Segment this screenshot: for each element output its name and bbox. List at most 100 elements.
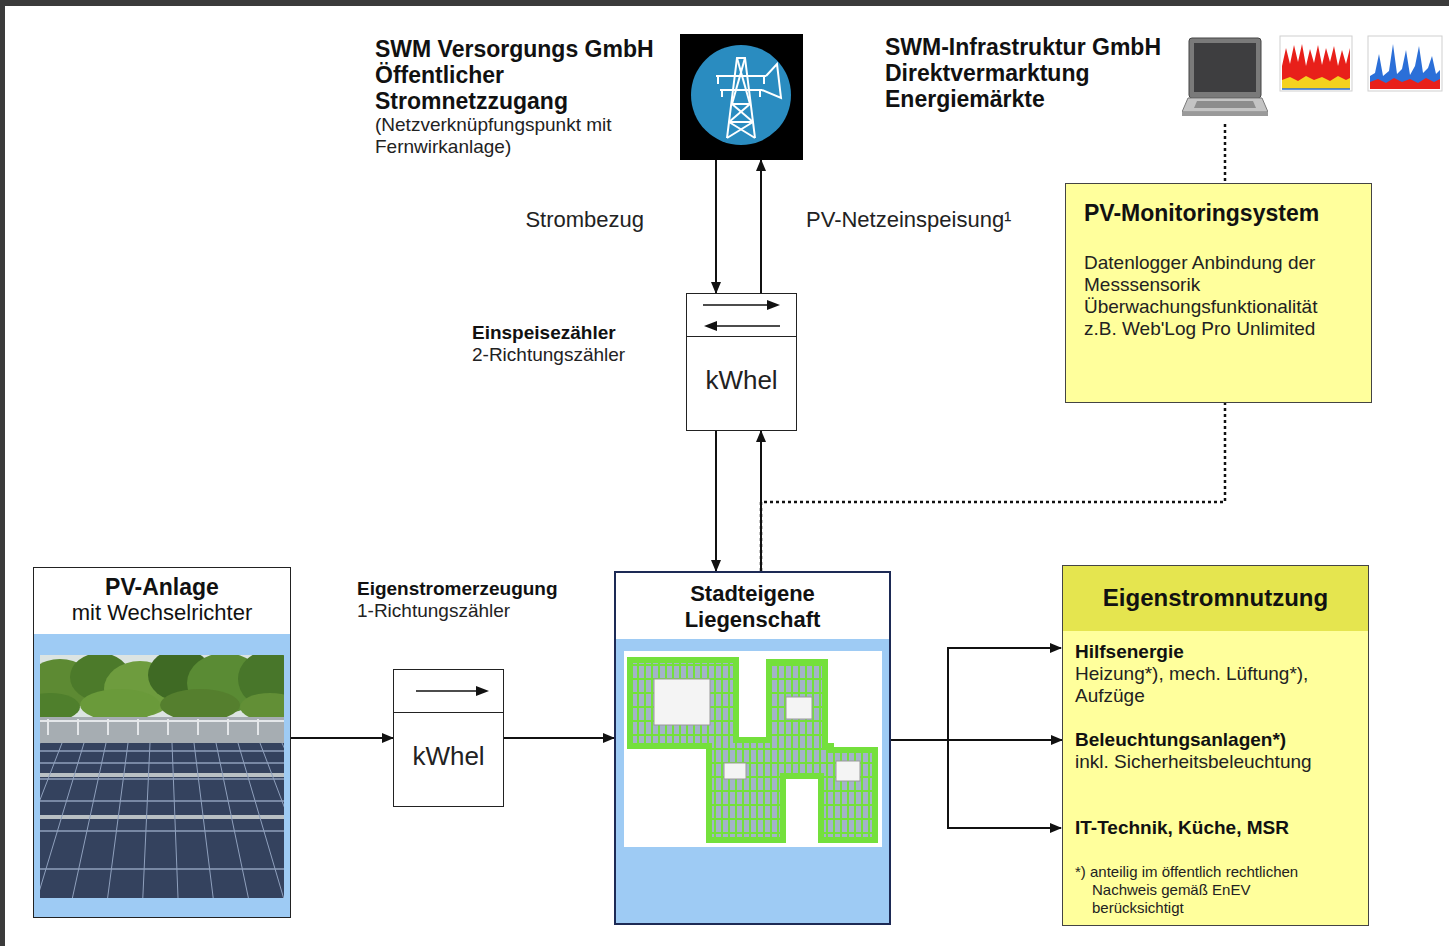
box-header: PV-Anlagemit Wechselrichter [34, 568, 290, 634]
company-heading: SWM Versorgungs GmbH Öffentlicher Stromn… [375, 36, 673, 114]
solar-photo-part [40, 778, 284, 780]
laptop-screen [1194, 43, 1256, 92]
pylon-symbol-part [732, 104, 753, 122]
outside-label: Einspeisezähler2-Richtungszähler [472, 322, 677, 366]
branch-line [947, 647, 949, 829]
outside-label: SWM Versorgungs GmbH Öffentlicher Stromn… [375, 36, 673, 158]
icon-disc [691, 45, 791, 145]
solar-photo-part [227, 719, 229, 735]
pylon-symbol-part [720, 89, 762, 91]
solar-photo-part [40, 693, 80, 721]
generation-meter: kWhelEigenstromerzeugung1-Richtungszähle… [393, 669, 504, 807]
solar-photo-part [40, 830, 284, 832]
floor-plan-part [624, 651, 882, 847]
meter-arrows [703, 300, 780, 331]
box-heading: Stadteigene Liegenschaft [653, 581, 853, 633]
meter-direction-arrows [687, 294, 796, 336]
frame-bar [0, 0, 1449, 6]
pylon-symbol-part [762, 64, 781, 98]
frame-bar [0, 0, 5, 946]
chart-axis [1282, 88, 1350, 90]
box-heading: PV-Monitoringsystem [1084, 200, 1353, 226]
monitoring-link [1224, 124, 1227, 183]
pylon-symbol-part [729, 122, 755, 138]
edge-label: PV-Netzeinspeisung¹ [803, 207, 1014, 233]
pylon-symbol [716, 58, 781, 138]
solar-photo-part [40, 750, 284, 752]
solar-photo-part [108, 743, 128, 898]
solar-photo-part [197, 719, 199, 735]
pylon-symbol-part [727, 58, 755, 138]
meter-arrows-part [703, 304, 767, 306]
meter-direction-panel [394, 670, 503, 713]
meter-display: kWhel [687, 337, 796, 395]
meter-arrows [416, 686, 489, 696]
solar-photo-part [137, 719, 139, 735]
power-arrow [891, 739, 1062, 741]
meter-type: 2-Richtungszähler [472, 344, 677, 366]
item-heading: Beleuchtungsanlagen*) [1075, 729, 1356, 751]
branch-line [948, 827, 1061, 829]
pylon-symbol-part [732, 103, 750, 105]
box-heading: Eigenstromnutzung [1063, 584, 1368, 612]
solar-photo-part [260, 743, 284, 898]
pylon-symbol-part [763, 76, 765, 84]
floor-plan-part [724, 763, 746, 779]
note-text: (Netzverknüpfungspunkt mit Fernwirkanlag… [375, 114, 673, 158]
floor-plan-part [633, 663, 733, 743]
branch-line [948, 647, 1061, 649]
edge-label: Strombezug [522, 207, 647, 233]
building-box: Stadteigene Liegenschaft [614, 571, 891, 925]
solar-photo-part [257, 719, 259, 735]
item-text: Heizung*), mech. Lüftung*), Aufzüge [1075, 663, 1356, 707]
laptop-icon [1182, 32, 1268, 124]
meter-arrows-part [717, 325, 780, 327]
monitoring-link [761, 403, 1225, 571]
chart-frame [1280, 36, 1352, 91]
pylon-icon [680, 34, 803, 156]
meter-display: kWhel [394, 713, 503, 771]
price-chart [1280, 36, 1352, 91]
solar-photo-part [77, 719, 79, 735]
box-heading: PV-Anlage [34, 574, 290, 600]
laptop-keys [1194, 101, 1256, 108]
floor-plan-part [627, 657, 739, 749]
solar-photo-part [72, 743, 106, 898]
solar-photo-part [167, 719, 169, 735]
chart-area [1282, 44, 1350, 89]
meter-unit: kWhel [394, 741, 503, 771]
power-arrow [760, 431, 762, 571]
meter-name: Eigenstromerzeugung [357, 578, 597, 600]
pylon-symbol-part [759, 90, 761, 97]
chart-area [1370, 44, 1440, 89]
solar-photo-part [160, 689, 240, 721]
outside-label: Eigenstromerzeugung1-Richtungszähler [357, 578, 597, 622]
solar-photo-part [40, 762, 284, 764]
floor-plan-part [654, 679, 710, 725]
solar-photo-part [194, 743, 213, 898]
item-text: inkl. Sicherheitsbeleuchtung [1075, 751, 1356, 773]
solar-photo [40, 655, 284, 898]
box-subheading: mit Wechselrichter [34, 600, 290, 626]
solar-photo-part [216, 743, 248, 898]
edge-label-holder: PV-Netzeinspeisung¹ [803, 207, 1053, 233]
solar-photo-part [238, 743, 284, 898]
floor-plan [624, 651, 882, 847]
branch-arrows [948, 647, 1061, 829]
solar-photo-part [40, 800, 284, 802]
item-heading: Hilfsenergie [1075, 641, 1356, 663]
footnote: *) anteilig im öffentlich rechtlichen Na… [1075, 863, 1332, 917]
solar-photo-part [40, 717, 284, 743]
chart-area [1370, 78, 1440, 89]
solar-photo-part [107, 719, 109, 735]
solar-photo-part [40, 720, 284, 722]
meter-arrows-part [476, 686, 489, 696]
floor-plan-part [824, 753, 872, 837]
power-arrow [715, 431, 717, 571]
monitoring-box: PV-MonitoringsystemDatenlogger Anbindung… [1065, 183, 1372, 403]
solar-photo-part [143, 743, 150, 898]
meter-arrows-part [704, 321, 717, 331]
solar-photo-part [40, 743, 62, 898]
feed-in-meter: kWhelEinspeisezähler2-Richtungszähler [686, 293, 797, 431]
